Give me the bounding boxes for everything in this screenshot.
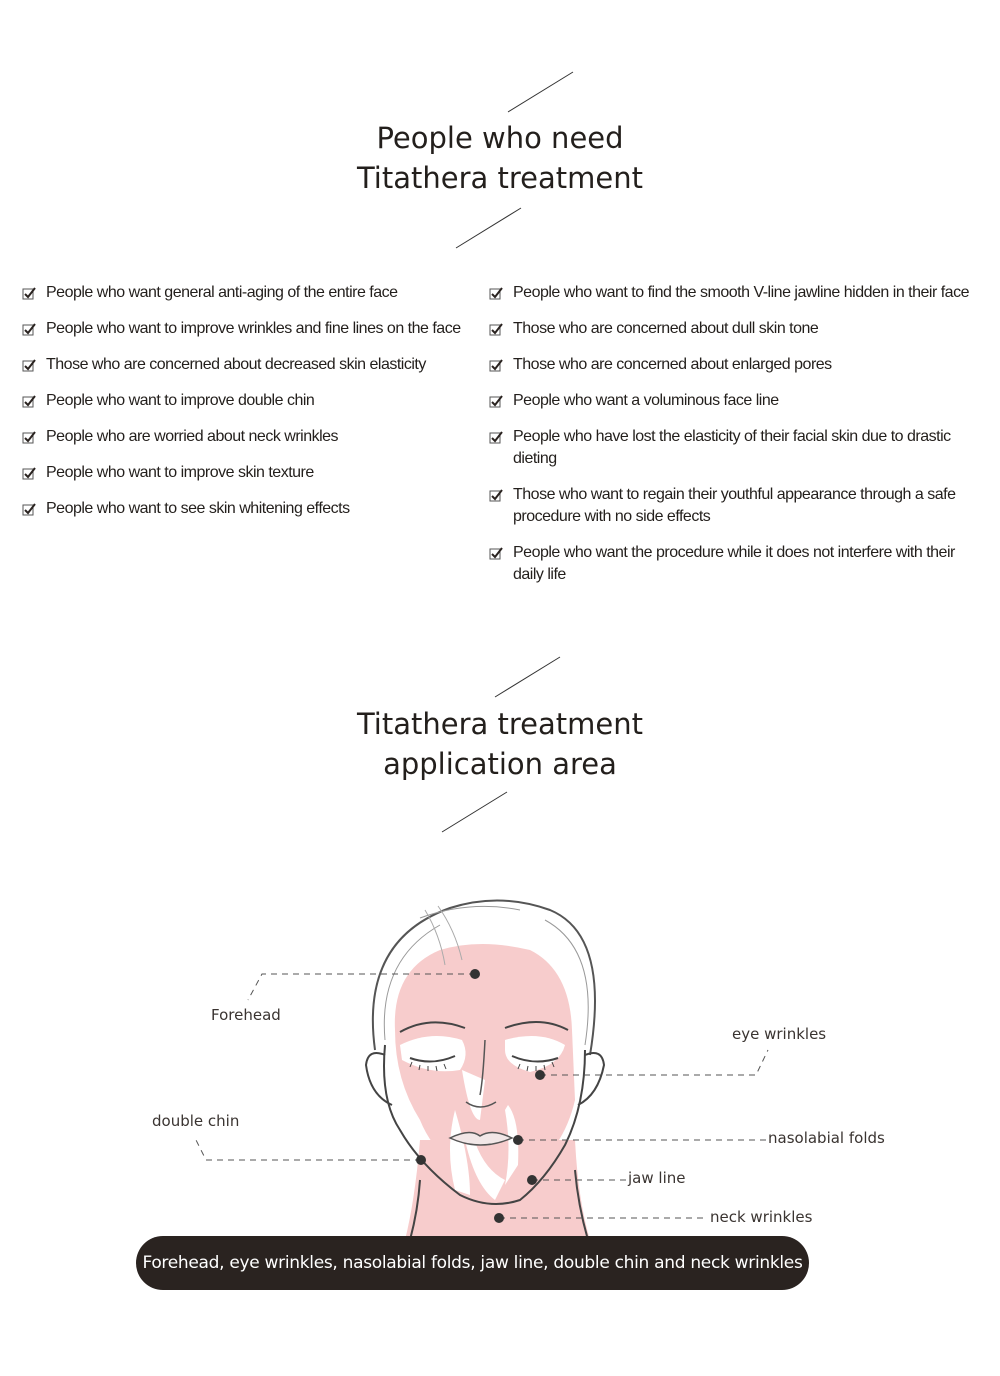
- label-nasolabial-folds: nasolabial folds: [768, 1129, 885, 1147]
- section1-title: People who need Titathera treatment: [356, 121, 643, 195]
- forehead-dot: [470, 969, 480, 979]
- check-icon: [22, 287, 36, 300]
- list-item: People who want to improve double chin: [22, 390, 482, 426]
- face-contour: [383, 1044, 586, 1205]
- marker-dots: [416, 969, 545, 1223]
- list-item: People who want to improve wrinkles and …: [22, 318, 482, 354]
- check-icon: [489, 489, 503, 502]
- list-item: Those who are concerned about dull skin …: [489, 318, 984, 354]
- list-item: People who want to find the smooth V-lin…: [489, 282, 984, 318]
- check-icon: [22, 359, 36, 372]
- label-eye-wrinkles: eye wrinkles: [732, 1025, 827, 1043]
- summary-banner: Forehead, eye wrinkles, nasolabial folds…: [136, 1236, 809, 1290]
- check-icon: [22, 503, 36, 516]
- list-item: Those who want to regain their youthful …: [489, 484, 984, 542]
- nasolabial-dot: [513, 1135, 523, 1145]
- eye-dot: [535, 1070, 545, 1080]
- list-item: People who want to improve skin texture: [22, 462, 482, 498]
- check-icon: [22, 395, 36, 408]
- chin-dot: [416, 1155, 426, 1165]
- check-icon: [489, 431, 503, 444]
- label-forehead: Forehead: [211, 1006, 281, 1024]
- label-double-chin: double chin: [152, 1112, 240, 1130]
- label-neck-wrinkles: neck wrinkles: [710, 1208, 813, 1226]
- check-icon: [489, 547, 503, 560]
- decorative-slash-top-2: [494, 656, 561, 698]
- decorative-slash-top: [507, 71, 574, 113]
- check-icon: [22, 431, 36, 444]
- list-item: People who want the procedure while it d…: [489, 542, 984, 600]
- list-item: People who want to see skin whitening ef…: [22, 498, 482, 534]
- decorative-slash-bottom-2: [441, 791, 508, 833]
- neck-dot: [494, 1213, 504, 1223]
- check-icon: [22, 467, 36, 480]
- check-icon: [489, 287, 503, 300]
- list-item: People who want general anti-aging of th…: [22, 282, 482, 318]
- face-illustration: [195, 899, 769, 1240]
- list-item: Those who are concerned about enlarged p…: [489, 354, 984, 390]
- face-highlight: [394, 944, 575, 1185]
- checklist-left: People who want general anti-aging of th…: [22, 282, 482, 534]
- check-icon: [489, 395, 503, 408]
- hair-outline: [371, 899, 596, 1056]
- check-icon: [489, 323, 503, 336]
- check-icon: [22, 323, 36, 336]
- list-item: People who have lost the elasticity of t…: [489, 426, 984, 484]
- decorative-slash-bottom: [455, 207, 522, 249]
- list-item: Those who are concerned about decreased …: [22, 354, 482, 390]
- check-icon: [489, 359, 503, 372]
- section2-title: Titathera treatment application area: [356, 707, 643, 781]
- leader-lines: [195, 973, 769, 1219]
- list-item: People who want a voluminous face line: [489, 390, 984, 426]
- summary-text: Forehead, eye wrinkles, nasolabial folds…: [142, 1253, 803, 1273]
- checklist-right: People who want to find the smooth V-lin…: [489, 282, 984, 600]
- list-item: People who are worried about neck wrinkl…: [22, 426, 482, 462]
- jaw-dot: [527, 1175, 537, 1185]
- label-jaw-line: jaw line: [628, 1169, 686, 1187]
